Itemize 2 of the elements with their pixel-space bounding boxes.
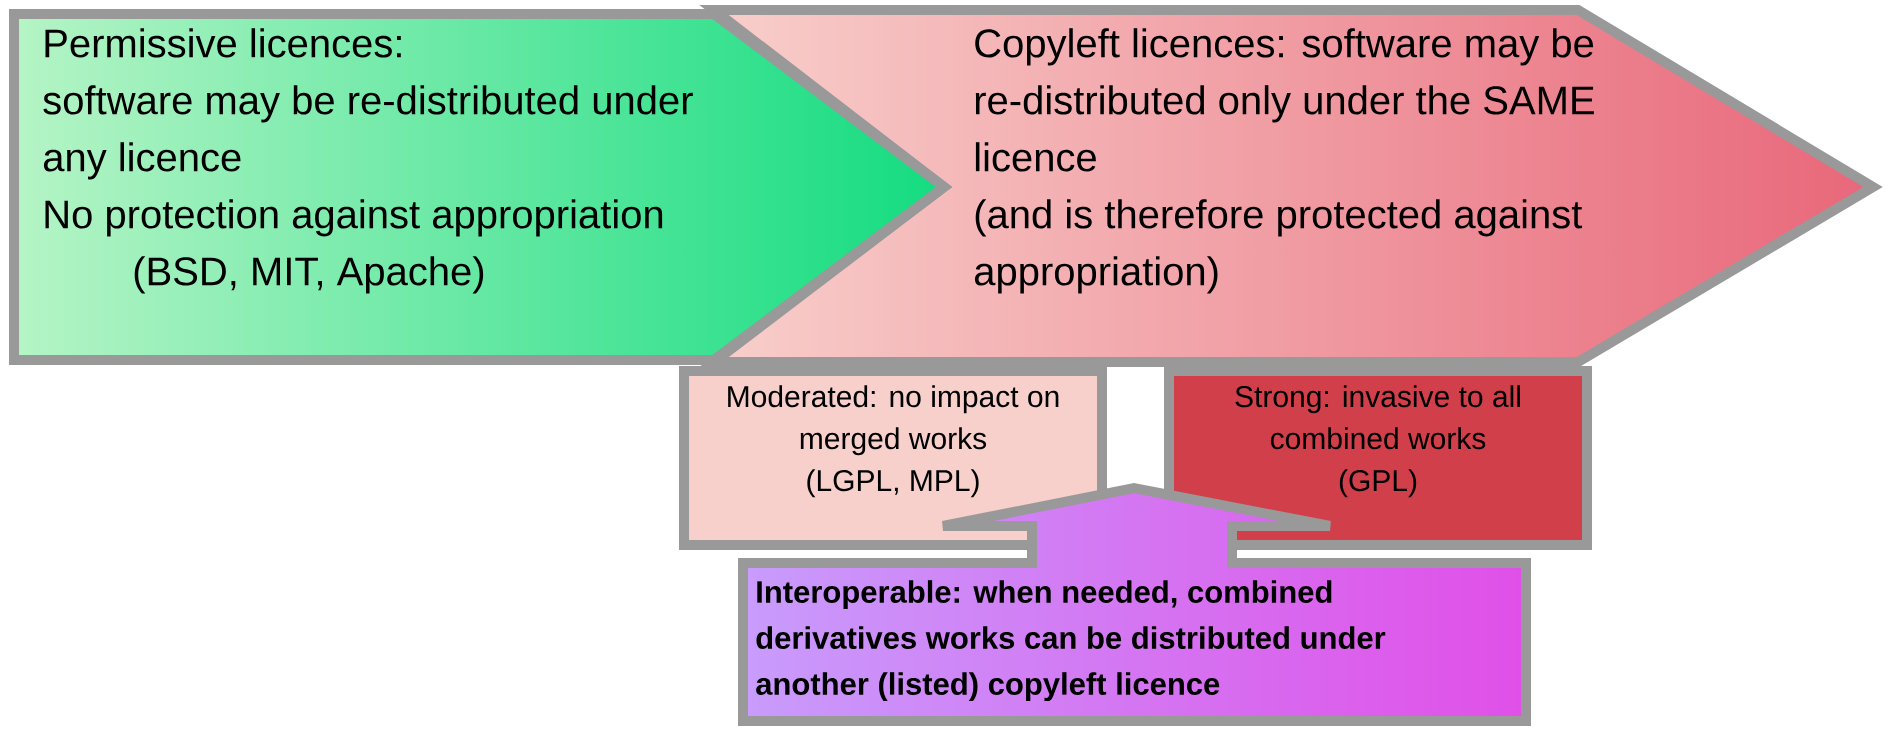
category-box: Strong: invasive to all combined works (GPL)	[1164, 366, 1592, 550]
category-box: Moderated: no impact on merged works (LGPL, MPL)	[679, 366, 1107, 550]
